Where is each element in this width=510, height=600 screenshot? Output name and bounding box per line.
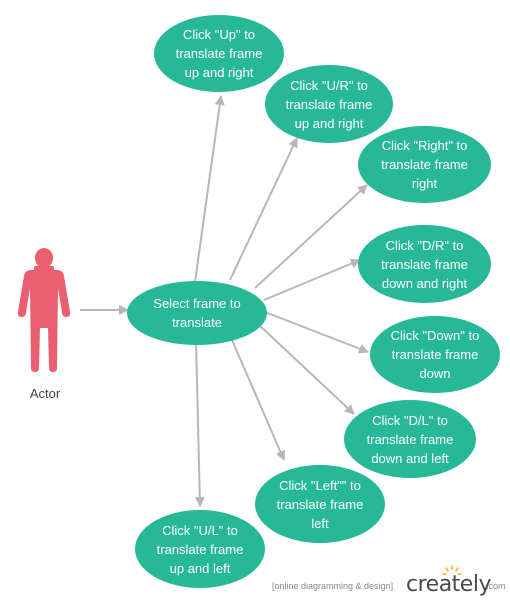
use-case-up-label: Click "Up" to translate frame up and rig… [175, 27, 263, 80]
edge-select-to-dl [257, 323, 355, 415]
actor-label: Actor [29, 386, 61, 401]
use-case-dl[interactable]: Click "D/L" to translate frame down and … [344, 400, 476, 478]
edge-select-to-up [194, 95, 225, 283]
use-case-down-label: Click "Down" to translate frame down [390, 328, 480, 381]
use-case-down[interactable]: Click "Down" to translate frame down [370, 316, 500, 393]
edge-select-to-down [264, 311, 369, 354]
use-case-left[interactable]: Click "Left"" to translate frame left [255, 465, 385, 543]
edge-select-to-ul [194, 340, 205, 507]
use-case-dl-label: Click "D/L" to translate frame down and … [366, 412, 454, 466]
edge-select-to-right [254, 184, 368, 289]
edge-select-to-left [231, 339, 286, 461]
use-case-right-label: Click "Right" to translate frame right [381, 138, 468, 191]
use-case-ur[interactable]: Click "U/R" to translate frame up and ri… [265, 65, 393, 143]
select-frame-label: Select frame to translate [153, 296, 241, 330]
use-case-ul-label: Click "U/L" to translate frame up and le… [156, 522, 244, 576]
use-case-ur-label: Click "U/R" to translate frame up and ri… [285, 77, 373, 131]
select-frame-node[interactable]: Select frame to translate [127, 281, 267, 345]
use-case-dr-label: Click "D/R" to translate frame down and … [381, 237, 468, 291]
use-case-ul[interactable]: Click "U/L" to translate frame up and le… [135, 510, 265, 588]
watermark-suffix: .com [486, 581, 506, 591]
use-case-right[interactable]: Click "Right" to translate frame right [358, 126, 491, 203]
sun-icon [442, 565, 462, 575]
edge-select-to-ur [229, 137, 298, 281]
watermark-brand: creately [406, 572, 491, 597]
use-case-up[interactable]: Click "Up" to translate frame up and rig… [154, 15, 284, 92]
use-case-left-label: Click "Left"" to translate frame left [276, 477, 364, 531]
use-case-dr[interactable]: Click "D/R" to translate frame down and … [358, 225, 491, 303]
edge-select-to-dr [263, 258, 361, 301]
actor-icon[interactable] [10, 248, 80, 378]
creately-watermark[interactable]: [online diagramming & design] creately .… [272, 565, 508, 598]
watermark-tagline: [online diagramming & design] [272, 581, 394, 591]
